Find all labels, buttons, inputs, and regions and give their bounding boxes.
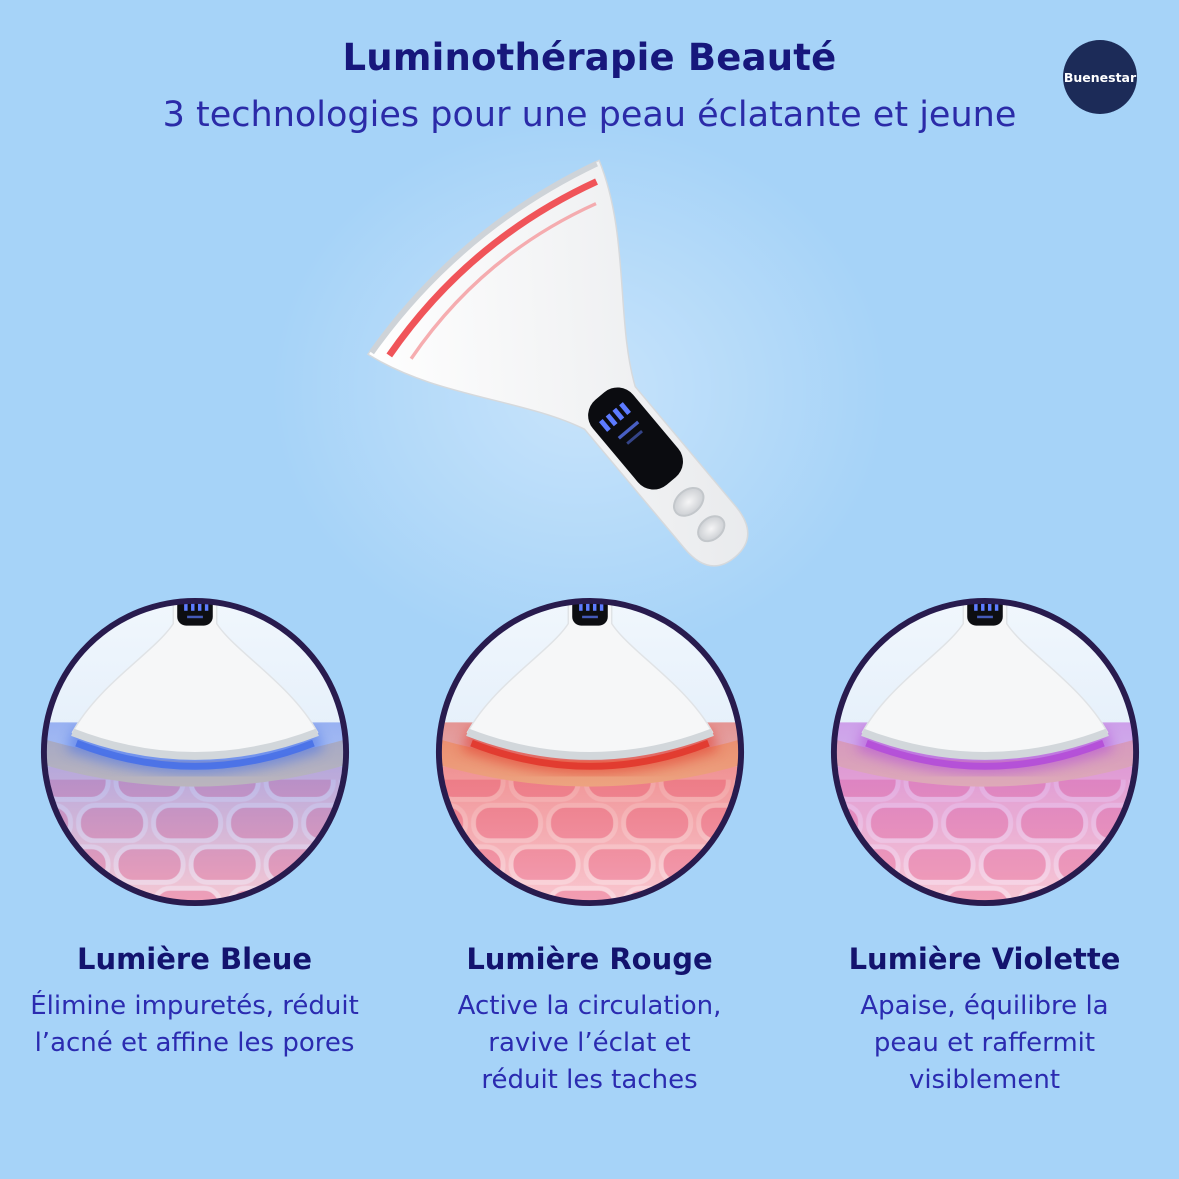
led-device-illustration xyxy=(366,159,749,567)
header: Luminothérapie Beauté 3 technologies pou… xyxy=(0,36,1179,135)
light-strip-icon xyxy=(74,739,315,770)
circle-border xyxy=(830,597,1139,907)
feature-circle-violet-light xyxy=(830,597,1139,907)
device-button-lower xyxy=(697,515,726,543)
feature-circle-red-light xyxy=(435,597,744,907)
device-display xyxy=(176,600,213,626)
feature-title: Lumière Violette xyxy=(848,942,1121,976)
page-title: Luminothérapie Beauté xyxy=(342,36,837,79)
device-body xyxy=(366,159,749,567)
circle-border xyxy=(40,597,349,907)
feature-card-blue: Lumière Bleue Élimine impuretés, réduit … xyxy=(30,594,360,1099)
features-section: Lumière Bleue Élimine impuretés, réduit … xyxy=(0,594,1179,1099)
feature-card-violet: Lumière Violette Apaise, équilibre la pe… xyxy=(820,594,1150,1099)
feature-circle-blue-light xyxy=(40,597,349,907)
display-glyphs-icon xyxy=(578,601,603,619)
feature-title: Lumière Bleue xyxy=(76,942,313,976)
feature-description: Apaise, équilibre la peau et raffermit v… xyxy=(860,991,1109,1095)
page-subtitle: 3 technologies pour une peau éclatante e… xyxy=(162,95,1017,135)
red-led-strip-icon xyxy=(386,178,598,358)
device-edge-trim xyxy=(369,160,598,355)
feature-card-red: Lumière Rouge Active la circulation, rav… xyxy=(425,594,755,1099)
display-glyphs-icon xyxy=(973,601,998,619)
display-glyphs-icon xyxy=(598,402,643,445)
brand-logo: Buenestar xyxy=(1063,40,1137,114)
red-led-strip-soft-icon xyxy=(409,202,597,360)
feature-title: Lumière Rouge xyxy=(466,942,713,976)
device-rim xyxy=(860,728,1109,760)
feature-description: Élimine impuretés, réduit l’acné et affi… xyxy=(30,991,359,1058)
circle-border xyxy=(435,597,744,907)
device-button-upper xyxy=(673,487,705,517)
brand-logo-label: Buenestar xyxy=(1063,69,1137,85)
device-display xyxy=(571,600,608,626)
feature-description: Active la circulation, ravive l’éclat et… xyxy=(457,991,722,1095)
display-glyphs-icon xyxy=(183,601,208,619)
product-image xyxy=(300,150,845,637)
light-strip-icon xyxy=(469,739,710,770)
device-rim xyxy=(465,728,714,760)
device-display xyxy=(966,600,1003,626)
device-rim xyxy=(70,728,319,760)
light-strip-icon xyxy=(864,739,1105,770)
